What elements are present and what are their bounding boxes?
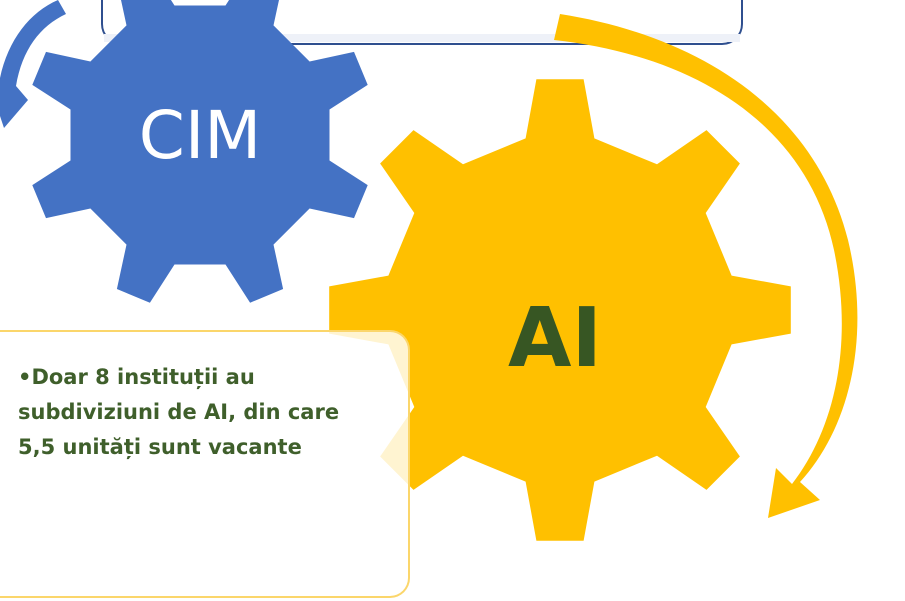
gear-cim-icon xyxy=(32,0,368,303)
blue-cycle-arrow xyxy=(0,0,66,128)
gear-cim-label: CIM xyxy=(139,97,262,174)
callout-text: •Doar 8 instituții au subdiviziuni de AI… xyxy=(18,360,378,465)
gear-ai-label: AI xyxy=(508,291,602,386)
callout-body: Doar 8 instituții au subdiviziuni de AI,… xyxy=(18,365,340,459)
callout-bullet: • xyxy=(18,365,32,389)
info-callout: •Doar 8 instituții au subdiviziuni de AI… xyxy=(0,330,410,598)
top-box-shadow xyxy=(104,34,740,42)
gear-ai-icon xyxy=(329,79,791,541)
gold-cycle-arrow xyxy=(554,14,858,518)
